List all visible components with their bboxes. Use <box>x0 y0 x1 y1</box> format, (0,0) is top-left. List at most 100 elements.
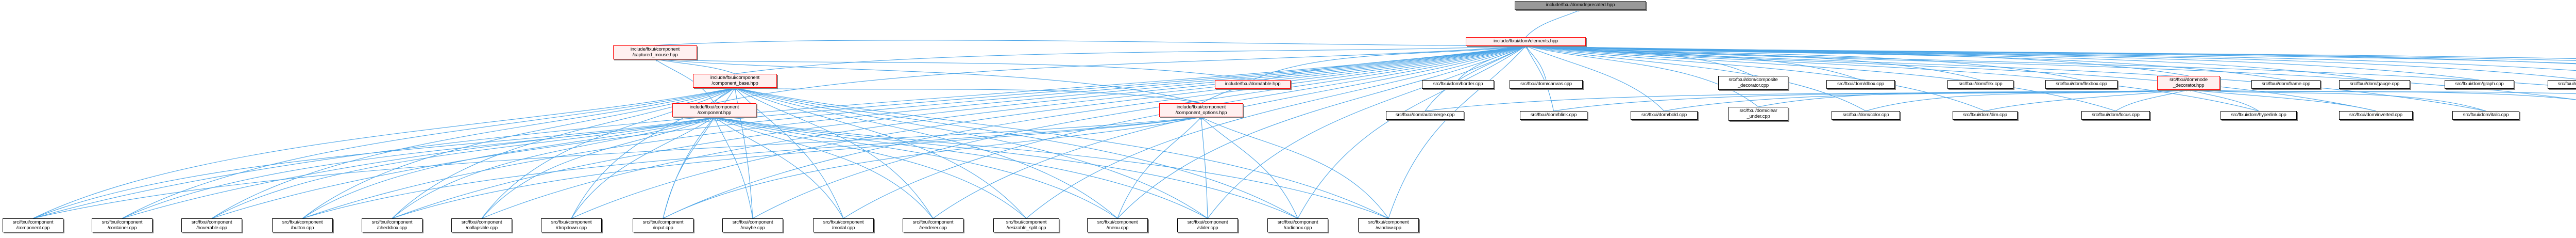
graph-node[interactable]: include/ftxui/component /component.hpp <box>672 103 756 117</box>
graph-edge <box>2188 89 2576 100</box>
graph-node[interactable]: src/ftxui/component /window.cpp <box>1358 218 1419 232</box>
graph-edge <box>302 117 715 219</box>
graph-node[interactable]: src/ftxui/component /dropdown.cpp <box>541 218 602 232</box>
graph-edge-arrowhead <box>735 88 738 90</box>
graph-edge <box>302 117 1201 219</box>
graph-edge-arrowhead <box>1523 46 1526 48</box>
graph-node[interactable]: include/ftxui/dom/elements.hpp <box>1466 37 1586 46</box>
graph-edge <box>1458 45 1526 81</box>
graph-edge <box>1526 45 1981 81</box>
graph-edge <box>1526 45 2259 112</box>
graph-node[interactable]: src/ftxui/component /component.cpp <box>3 218 63 232</box>
graph-node[interactable]: src/ftxui/component /radiobox.cpp <box>1267 218 1328 232</box>
graph-edge <box>392 45 1526 219</box>
graph-node[interactable]: include/ftxui/component /component_optio… <box>1159 103 1243 117</box>
graph-node[interactable]: src/ftxui/dom/frame.cpp <box>2251 80 2320 89</box>
graph-edge <box>735 87 1201 104</box>
graph-node[interactable]: src/ftxui/dom/node _decorator.hpp <box>2157 76 2220 90</box>
graph-node[interactable]: src/ftxui/dom/hyperlink.cpp <box>2221 111 2297 120</box>
graph-node[interactable]: include/ftxui/dom/deprecated.hpp <box>1515 1 1646 10</box>
graph-edge <box>1201 45 1526 104</box>
graph-node[interactable]: src/ftxui/dom/flexbox.cpp <box>2045 80 2117 89</box>
graph-node[interactable]: include/ftxui/component /component_base.… <box>693 74 777 88</box>
graph-edge <box>211 87 735 219</box>
graph-edge <box>735 87 934 219</box>
graph-edge <box>1026 45 1526 219</box>
graph-edge <box>714 117 1389 219</box>
graph-edge <box>2115 89 2189 112</box>
graph-edge <box>1526 45 2486 112</box>
graph-node[interactable]: src/ftxui/dom/italic.cpp <box>2452 111 2519 120</box>
graph-edge <box>714 117 1208 219</box>
graph-edge <box>1526 45 2376 112</box>
graph-node[interactable]: src/ftxui/dom/dbox.cpp <box>1826 80 1895 89</box>
graph-edge <box>1526 45 2480 81</box>
graph-node[interactable]: src/ftxui/dom/inverted.cpp <box>2339 111 2413 120</box>
graph-node[interactable]: include/ftxui/component /captured_mouse.… <box>613 45 697 59</box>
graph-node[interactable]: include/ftxui/dom/table.hpp <box>1215 80 1291 89</box>
graph-node[interactable]: src/ftxui/component /input.cpp <box>633 218 693 232</box>
graph-node[interactable]: src/ftxui/dom/gauge.cpp <box>2339 80 2410 89</box>
graph-edge <box>122 87 735 219</box>
graph-edge <box>1526 45 2576 61</box>
graph-node[interactable]: src/ftxui/component /resizable_split.cpp <box>993 218 1059 232</box>
graph-edge <box>1985 89 2189 112</box>
graph-node[interactable]: src/ftxui/dom/composite _decorator.cpp <box>1718 76 1788 90</box>
graph-edge <box>122 45 1526 219</box>
graph-edge <box>1117 45 1526 219</box>
graph-edge <box>735 45 1526 74</box>
graph-edge <box>1252 45 1526 81</box>
graph-edge <box>32 87 735 219</box>
graph-edge <box>655 40 1526 46</box>
graph-node[interactable]: src/ftxui/dom/bold.cpp <box>1631 111 1698 120</box>
graph-node[interactable]: src/ftxui/component /hoverable.cpp <box>181 218 242 232</box>
graph-edge <box>663 117 1201 219</box>
graph-edge <box>735 87 1118 219</box>
graph-node[interactable]: src/ftxui/component /maybe.cpp <box>722 218 783 232</box>
graph-edge <box>1526 45 2116 112</box>
graph-node[interactable]: src/ftxui/dom/canvas.cpp <box>1510 80 1583 89</box>
graph-node[interactable]: src/ftxui/dom/clear _under.cpp <box>1728 107 1788 121</box>
graph-node[interactable]: src/ftxui/component /slider.cpp <box>1177 218 1238 232</box>
graph-edge-arrowhead <box>1201 117 1204 119</box>
graph-node[interactable]: src/ftxui/component /menu.cpp <box>1087 218 1148 232</box>
graph-node[interactable]: src/ftxui/dom/focus.cpp <box>2081 111 2150 120</box>
graph-edge-arrowhead <box>1526 45 1529 48</box>
graph-edge <box>122 117 715 219</box>
graph-node[interactable]: src/ftxui/component /modal.cpp <box>813 218 874 232</box>
graph-node[interactable]: src/ftxui/dom/graph.cpp <box>2445 80 2514 89</box>
graph-node[interactable]: src/ftxui/dom/border.cpp <box>1422 80 1494 89</box>
graph-node[interactable]: src/ftxui/dom/gridbox.cpp <box>2548 80 2576 89</box>
graph-node[interactable]: src/ftxui/component /collapsible.cpp <box>451 218 512 232</box>
graph-node[interactable]: src/ftxui/dom/blink.cpp <box>1520 111 1587 120</box>
graph-edge-arrowhead <box>733 88 735 90</box>
graph-node[interactable]: src/ftxui/dom/flex.cpp <box>1947 80 2013 89</box>
graph-node[interactable]: src/ftxui/component /checkbox.cpp <box>362 218 422 232</box>
graph-node[interactable]: src/ftxui/dom/color.cpp <box>1832 111 1900 120</box>
graph-edge <box>1526 45 2189 76</box>
graph-edge <box>714 117 1298 219</box>
graph-edge <box>2188 89 2259 112</box>
graph-edge-arrowhead <box>714 117 717 120</box>
graph-edge <box>655 59 735 74</box>
graph-edge <box>735 87 1208 219</box>
graph-node[interactable]: src/ftxui/component /container.cpp <box>92 218 152 232</box>
graph-edge <box>1526 45 2576 71</box>
graph-node[interactable]: src/ftxui/component /button.cpp <box>272 218 333 232</box>
graph-edge <box>1526 45 2576 59</box>
graph-node[interactable]: src/ftxui/dom/automerge.cpp <box>1386 111 1464 120</box>
graph-edge-arrowhead <box>732 87 735 90</box>
graph-edge <box>1526 45 2375 81</box>
graph-edge <box>1526 45 1665 112</box>
graph-edge <box>714 117 844 219</box>
graph-node[interactable]: src/ftxui/component /renderer.cpp <box>903 218 963 232</box>
graph-edge <box>1526 45 2576 64</box>
graph-edge-arrowhead <box>711 117 715 120</box>
graph-edge-arrowhead <box>1578 9 1581 12</box>
graph-edge-arrowhead <box>732 87 735 90</box>
graph-edge <box>1425 45 1526 112</box>
graph-edge <box>571 117 715 219</box>
graph-edge <box>2188 89 2576 94</box>
graph-edge <box>1526 45 2576 80</box>
graph-node[interactable]: src/ftxui/dom/dim.cpp <box>1953 111 2018 120</box>
